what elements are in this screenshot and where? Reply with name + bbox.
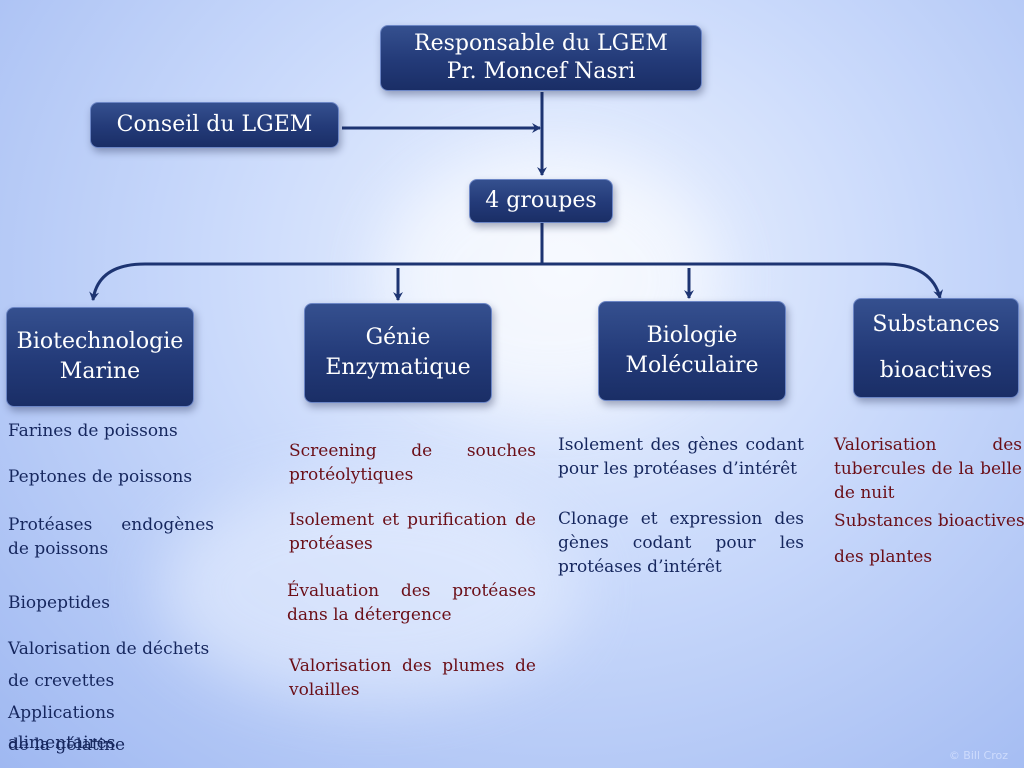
groups-box: 4 groupes: [469, 179, 613, 223]
footer-credit: © Bill Croz: [948, 749, 1008, 762]
groups-label: 4 groupes: [485, 188, 597, 213]
group-box-biotechnologie: Biotechnologie Marine: [6, 307, 194, 407]
list-item: Isolement des gènes codant pour les prot…: [558, 435, 804, 479]
group-box-substances: Substances bioactives: [853, 298, 1019, 398]
council-label: Conseil du LGEM: [116, 112, 313, 137]
list-item: Valorisation des plumes de volailles: [289, 656, 536, 700]
group-title: Biologie: [646, 323, 738, 348]
list-item: Applications alimentaires: [8, 703, 116, 753]
group-title: Génie: [365, 325, 431, 350]
list-biologie: Isolement des gènes codant pour les prot…: [558, 0, 804, 768]
group-title: Marine: [59, 359, 141, 384]
list-item: Protéases endogènes de poissons: [8, 515, 214, 559]
list-item: Valorisation des tubercules de la belle …: [834, 435, 1022, 503]
list-item: Clonage et expression des gènes codant p…: [558, 509, 804, 577]
list-item: Évaluation des protéases dans la déterge…: [287, 581, 536, 625]
group-box-biologie: Biologie Moléculaire: [598, 301, 786, 401]
list-item: Valorisation de déchets: [8, 639, 210, 659]
connector-right-curve: [542, 262, 944, 299]
list-biotechnologie: Farines de poissons Peptones de poissons…: [8, 0, 214, 768]
list-item: Biopeptides: [8, 593, 110, 613]
list-item: des plantes: [834, 547, 933, 567]
list-item: Substances bioactives: [834, 511, 1024, 531]
group-title: Substances: [872, 312, 1000, 337]
head-name: Pr. Moncef Nasri: [446, 59, 636, 84]
connector-left-curve: [89, 262, 542, 301]
list-item: Isolement et purification de protéases: [289, 510, 536, 554]
list-item: Farines de poissons: [8, 421, 178, 441]
list-item: Screening de souches protéolytiques: [289, 441, 536, 485]
group-box-genie: Génie Enzymatique: [304, 303, 492, 403]
group-title: Enzymatique: [325, 355, 471, 380]
council-box: Conseil du LGEM: [90, 102, 339, 148]
list-item: de la gélatine: [8, 735, 126, 755]
group-title: Moléculaire: [625, 353, 759, 378]
head-title: Responsable du LGEM: [414, 31, 668, 56]
group-title: bioactives: [879, 358, 993, 383]
group-title: Biotechnologie: [16, 329, 184, 354]
head-box: Responsable du LGEM Pr. Moncef Nasri: [380, 25, 702, 91]
list-genie: Screening de souches protéolytiques Isol…: [287, 0, 536, 768]
list-substances: Valorisation des tubercules de la belle …: [834, 0, 1024, 768]
list-item: de crevettes: [8, 671, 115, 691]
list-item: Peptones de poissons: [8, 467, 193, 487]
